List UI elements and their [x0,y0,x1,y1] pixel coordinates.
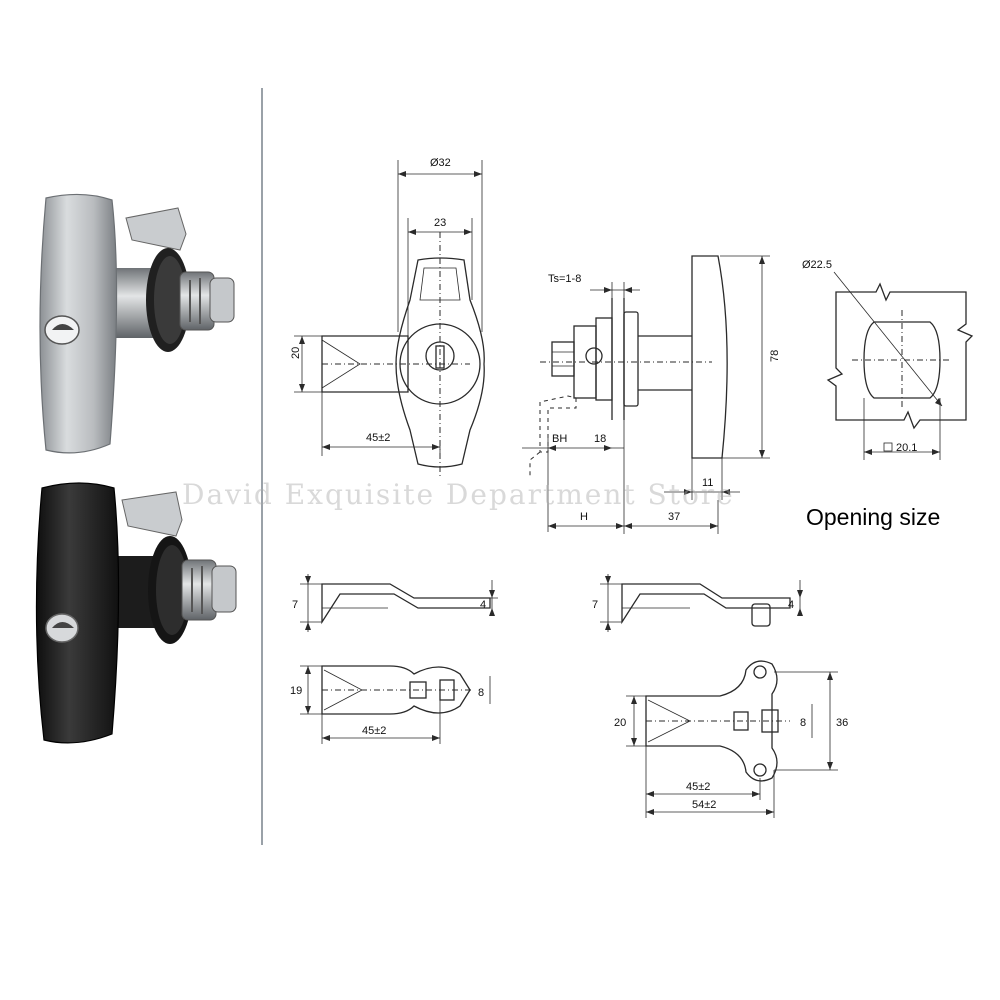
cam-two-top [626,660,838,818]
dim-cam2-width: 36 [836,717,848,729]
front-view [294,160,485,478]
cam-one-side [300,574,498,632]
dim-panel-thickness: Ts=1-8 [548,273,581,285]
cam-two-side [600,574,803,632]
dim-cam1-height: 19 [290,685,302,697]
dim-cam-length-front: 45±2 [366,432,390,444]
dim-h: H [580,511,588,523]
silver-lock-photo [39,193,235,454]
dim-cam-height-front: 20 [290,347,302,359]
dim-cutout-dia: Ø22.5 [802,259,832,271]
dim-side-37: 37 [668,511,680,523]
dim-handle-dia: Ø32 [430,157,451,169]
opening-size-view [826,271,974,460]
dim-handle-width: 23 [434,217,446,229]
opening-size-caption: Opening size [806,504,941,530]
dim-bh: BH [552,433,567,445]
dim-cam1-side-4: 4 [480,599,486,611]
dim-handle-height: 78 [769,350,781,362]
dim-cam2-length-1: 45±2 [686,781,710,793]
dim-cam1-length: 45±2 [362,725,386,737]
dim-cam1-side-7: 7 [292,599,298,611]
side-view [522,255,770,534]
dim-cam2-side-7: 7 [592,599,598,611]
dim-cam2-length-2: 54±2 [692,799,716,811]
watermark-text: David Exquisite Department Store [182,478,735,511]
dim-cam2-height: 20 [614,717,626,729]
dim-cam2-square: 8 [800,717,806,729]
cam-one-top [300,665,491,744]
dim-cam1-square: 8 [478,687,484,699]
dim-side-18: 18 [594,433,606,445]
black-lock-photo [35,482,237,744]
dim-cutout-square: 20.1 [896,442,917,454]
dim-cam2-side-4: 4 [788,599,794,611]
dim-side-11: 11 [702,477,713,489]
